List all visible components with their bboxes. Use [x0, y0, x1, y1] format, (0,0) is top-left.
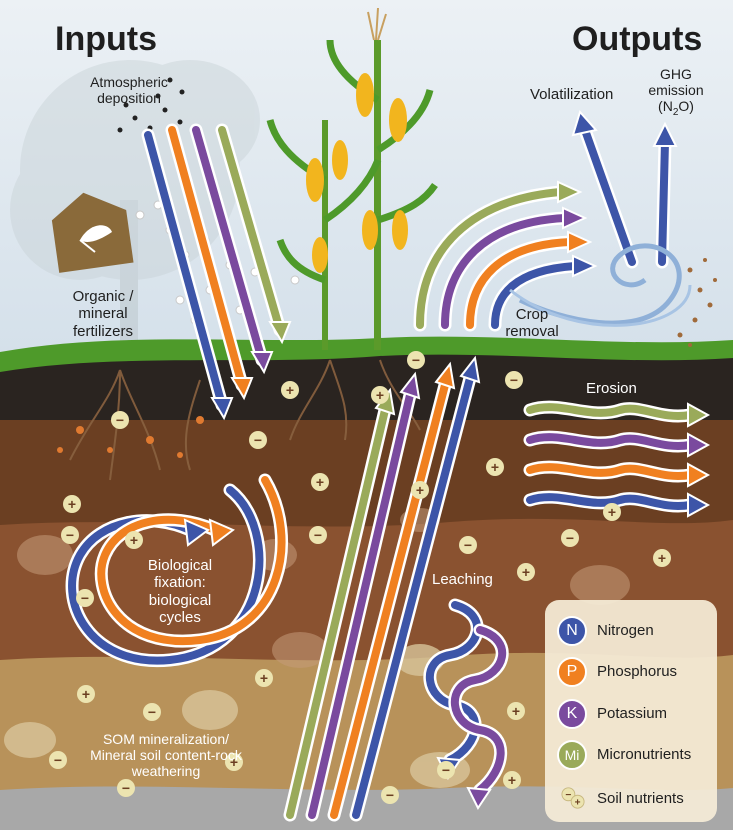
svg-text:+: +: [376, 387, 384, 403]
outputs-heading: Outputs: [572, 20, 702, 59]
svg-text:−: −: [314, 527, 322, 543]
som-label-line2: Mineral soil content-rock: [66, 747, 266, 763]
svg-text:+: +: [508, 772, 516, 788]
crop-removal-line2: removal: [492, 323, 572, 340]
ghg-emission-label: GHG emission (N2O): [636, 66, 716, 118]
svg-text:+: +: [608, 504, 616, 520]
bio-label-line4: cycles: [130, 609, 230, 626]
svg-text:+: +: [68, 496, 76, 512]
svg-text:+: +: [130, 532, 138, 548]
svg-text:−: −: [54, 752, 62, 768]
atmospheric-label-line1: Atmospheric: [64, 74, 194, 90]
fertilizers-label-line3: fertilizers: [58, 323, 148, 340]
legend-symbol-phosphorus: P: [557, 657, 587, 687]
svg-text:+: +: [316, 474, 324, 490]
svg-text:−: −: [386, 787, 394, 803]
svg-text:−: −: [442, 762, 450, 778]
legend-label-phosphorus: Phosphorus: [597, 663, 677, 680]
erosion-label: Erosion: [586, 380, 637, 397]
svg-text:−: −: [566, 530, 574, 546]
legend-symbol-micronutrients: Mi: [557, 740, 587, 770]
svg-text:−: −: [510, 372, 518, 388]
volatilization-label: Volatilization: [530, 86, 613, 103]
bio-label-line1: Biological: [130, 557, 230, 574]
svg-text:−: −: [412, 352, 420, 368]
svg-text:−: −: [148, 704, 156, 720]
bio-label-line3: biological: [130, 592, 230, 609]
svg-text:+: +: [512, 703, 520, 719]
svg-text:−: −: [464, 537, 472, 553]
legend: N Nitrogen P Phosphorus K Potassium Mi M…: [545, 600, 717, 822]
crop-removal-line1: Crop: [492, 306, 572, 323]
legend-item-phosphorus: P Phosphorus: [557, 657, 717, 687]
atmospheric-deposition-label: Atmospheric deposition: [64, 74, 194, 106]
legend-symbol-potassium: K: [557, 699, 587, 729]
ghg-label-line3: (N2O): [636, 98, 716, 118]
som-label-line3: weathering: [66, 763, 266, 779]
som-label-line1: SOM mineralization/: [66, 731, 266, 747]
svg-text:−: −: [116, 412, 124, 428]
som-mineralization-label: SOM mineralization/ Mineral soil content…: [66, 731, 266, 779]
svg-text:−: −: [565, 790, 571, 801]
ghg-label-line1: GHG: [636, 66, 716, 82]
legend-item-soil-nutrients: − + Soil nutrients: [557, 784, 717, 814]
soil-nutrients-icon: − +: [561, 786, 585, 810]
svg-text:+: +: [575, 797, 581, 808]
legend-item-nitrogen: N Nitrogen: [557, 616, 717, 646]
svg-text:+: +: [286, 382, 294, 398]
fertilizers-label-line1: Organic /: [58, 288, 148, 305]
bio-label-line2: fixation:: [130, 574, 230, 591]
svg-text:−: −: [122, 780, 130, 796]
leaching-label: Leaching: [432, 571, 493, 588]
legend-label-nitrogen: Nitrogen: [597, 622, 654, 639]
svg-text:−: −: [66, 527, 74, 543]
legend-label-potassium: Potassium: [597, 705, 667, 722]
svg-text:+: +: [491, 459, 499, 475]
svg-text:−: −: [254, 432, 262, 448]
svg-text:+: +: [522, 564, 530, 580]
legend-symbol-nitrogen: N: [557, 616, 587, 646]
legend-item-micronutrients: Mi Micronutrients: [557, 740, 717, 770]
biological-fixation-label: Biological fixation: biological cycles: [130, 557, 230, 626]
ghg-formula-n: (N: [658, 98, 673, 114]
fertilizers-label-line2: mineral: [58, 305, 148, 322]
svg-text:+: +: [260, 670, 268, 686]
legend-label-soil-nutrients: Soil nutrients: [597, 790, 684, 807]
ghg-label-line2: emission: [636, 82, 716, 98]
svg-text:+: +: [658, 550, 666, 566]
svg-text:+: +: [82, 686, 90, 702]
svg-text:−: −: [81, 590, 89, 606]
inputs-heading: Inputs: [55, 20, 157, 59]
atmospheric-label-line2: deposition: [64, 90, 194, 106]
svg-text:+: +: [416, 482, 424, 498]
legend-item-potassium: K Potassium: [557, 699, 717, 729]
fertilizers-label: Organic / mineral fertilizers: [58, 288, 148, 340]
crop-removal-label: Crop removal: [492, 306, 572, 341]
ghg-formula-o: O): [678, 98, 694, 114]
legend-label-micronutrients: Micronutrients: [597, 746, 691, 763]
